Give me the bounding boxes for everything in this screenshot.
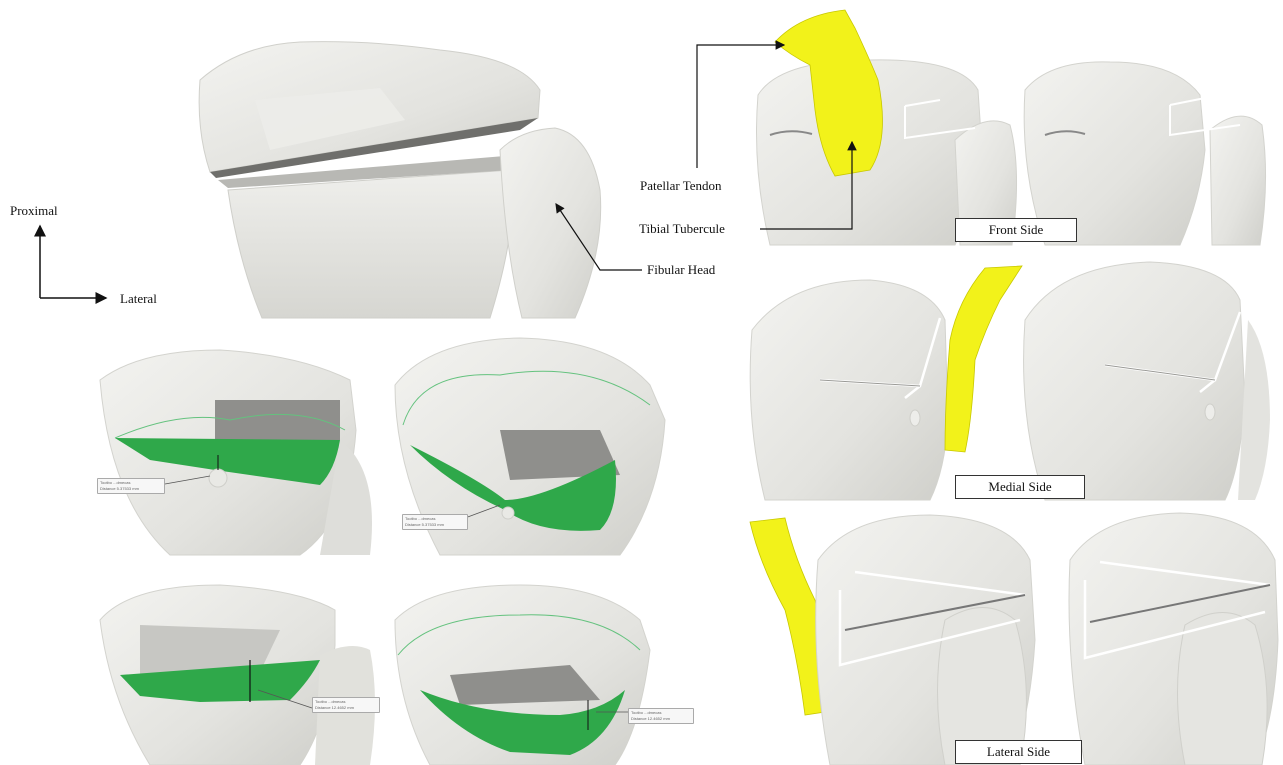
orientation-axes [40,226,106,298]
resection-view-3 [100,585,375,765]
proximal-label: Proximal [10,203,58,219]
main-tibia-view [199,42,601,318]
measurement-tag-4: Tootbo ...dmecas Distance 12.4652 mm [628,708,694,724]
fibular-head-label: Fibular Head [647,262,715,278]
front-side-label: Front Side [955,218,1077,242]
measurement-tag-1: Tootbo ...dmecas Distance 5.37533 mm [97,478,165,494]
measurement-distance: Distance 12.4652 mm [631,716,691,722]
medial-tendon [945,266,1022,452]
lateral-side-label: Lateral Side [955,740,1082,764]
medial-side-view [750,262,1270,500]
tibial-tubercule-label: Tibial Tubercule [639,221,725,237]
front-side-view [757,10,1266,245]
lateral-tendon [750,518,826,715]
measurement-tag-2: Tootbo ...dmecas Distance 5.37533 mm [402,514,468,530]
measurement-distance: Distance 12.4652 mm [315,705,377,711]
resection-view-4 [395,585,650,765]
patellar-tendon-label: Patellar Tendon [640,178,722,194]
medial-side-label: Medial Side [955,475,1085,499]
resection-view-1 [100,350,372,555]
tibia-shaft [228,170,513,318]
measurement-distance: Distance 5.37533 mm [405,522,465,528]
lateral-side-view [750,513,1278,765]
measurement-distance: Distance 5.37533 mm [100,486,162,492]
measurement-tag-3: Tootbo ...dmecas Distance 12.4652 mm [312,697,380,713]
lateral-label: Lateral [120,291,157,307]
fibula [500,128,601,318]
